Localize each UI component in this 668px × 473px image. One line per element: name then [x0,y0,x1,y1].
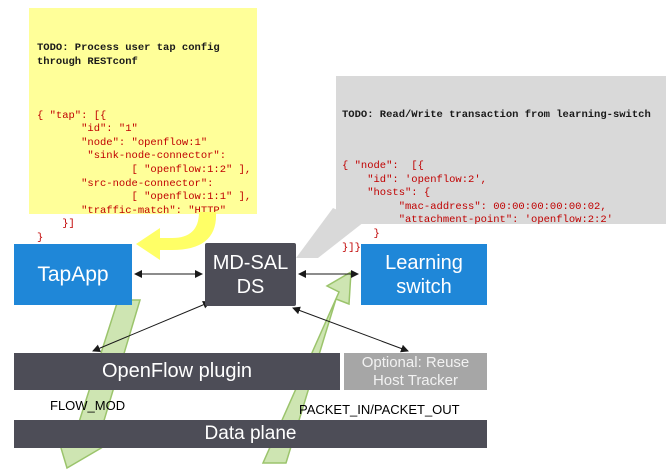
learning-label-line1: Learning [385,251,463,274]
mdsal-openflow-connector [92,301,211,352]
learning-switch-box: Learning switch [361,244,487,305]
mdsal-hosttracker-connector [292,306,409,353]
flow-mod-label: FLOW_MOD [50,398,126,413]
packet-in-out-label: PACKET_IN/PACKET_OUT [299,402,460,417]
data-plane-box: Data plane [14,420,487,448]
openflow-plugin-label: OpenFlow plugin [101,360,253,382]
host-tracker-box: Optional: Reuse Host Tracker [344,353,487,390]
tap-config-note: TODO: Process user tap config through RE… [29,8,257,244]
mdsal-label-line1: MD-SAL [212,251,289,274]
yellow-curved-arrow [136,212,217,260]
learning-switch-json: { "node": [{ "id": 'openflow:2', "hosts"… [342,159,613,254]
openflow-plugin-box: OpenFlow plugin [14,353,340,390]
tap-config-todo: TODO: Process user tap config through RE… [37,42,220,68]
learning-label-line2: switch [396,275,452,298]
learning-switch-note: TODO: Read/Write transaction from learni… [336,76,666,254]
data-plane-label: Data plane [204,423,297,444]
tap-config-json: { "tap": [{ "id": "1" "node": "openflow:… [37,109,252,244]
learning-switch-todo: TODO: Read/Write transaction from learni… [342,109,651,122]
host-tracker-line1: Optional: Reuse [361,353,470,371]
gray-callout-arrow [296,208,364,258]
tapapp-label: TapApp [37,262,109,286]
host-tracker-line2: Host Tracker [372,371,458,389]
mdsal-label-line2: DS [236,275,265,298]
mdsal-ds-box: MD-SAL DS [205,243,296,306]
tapapp-box: TapApp [14,244,132,305]
